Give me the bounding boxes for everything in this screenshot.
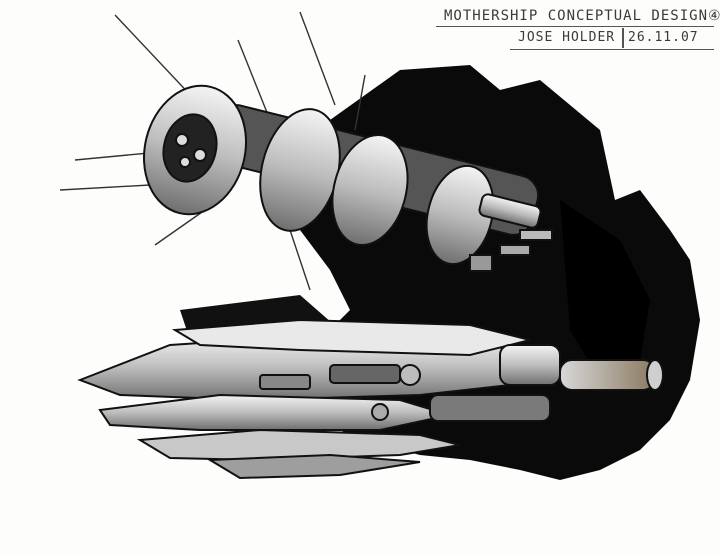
upper-ring-module <box>143 84 553 272</box>
title-divider <box>622 28 624 48</box>
lower-main-hull <box>77 318 664 480</box>
artist-name: JOSE HOLDER <box>518 30 616 45</box>
title-underline <box>436 26 714 27</box>
artist-underline <box>510 49 714 50</box>
antennae <box>59 11 366 291</box>
title-block: MOTHERSHIP CONCEPTUAL DESIGN④ JOSE HOLDE… <box>436 6 720 52</box>
drawing-title: MOTHERSHIP CONCEPTUAL DESIGN④ <box>444 8 720 24</box>
drawing-date: 26.11.07 <box>628 30 699 45</box>
